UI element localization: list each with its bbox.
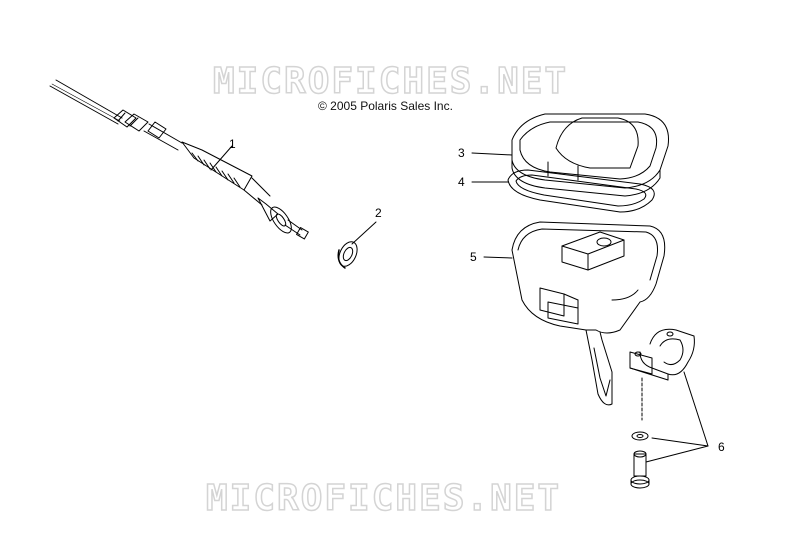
copyright-text: © 2005 Polaris Sales Inc. [318,99,453,113]
leader-2 [351,221,377,245]
callout-2: 2 [375,206,382,220]
housing-body [511,221,666,406]
leader-3 [471,152,513,156]
callout-5: 5 [470,250,477,264]
housing-cover [511,113,670,197]
throttle-cable [49,79,309,240]
watermark-top: MICROFICHES.NET [212,61,569,102]
callout-1: 1 [229,137,236,151]
leader-6a [683,371,709,447]
leader-6b [651,437,709,447]
gasket [507,169,655,213]
watermark-bottom: MICROFICHES.NET [205,478,562,519]
callout-6: 6 [718,440,725,454]
callout-3: 3 [458,146,465,160]
leader-1 [210,145,233,171]
callout-4: 4 [458,175,465,189]
leader-5 [483,256,513,259]
washer [337,241,358,269]
leader-6c [645,445,709,463]
clamp-assembly [629,328,695,489]
